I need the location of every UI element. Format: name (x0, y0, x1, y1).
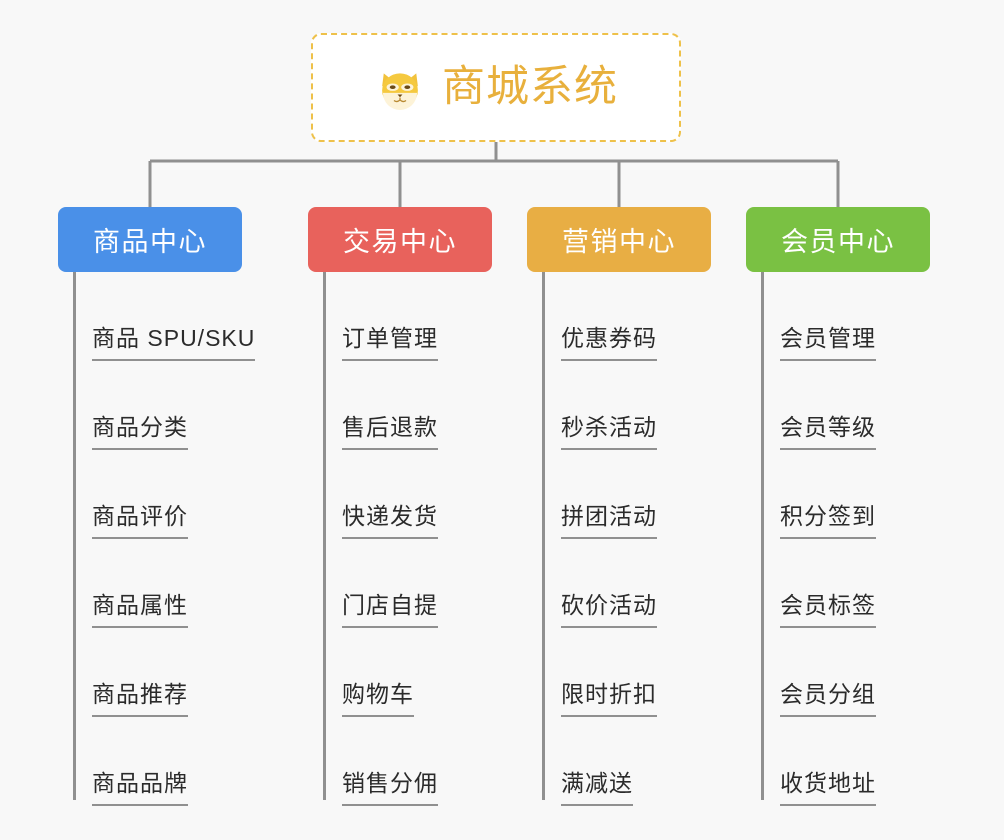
branch-item[interactable]: 积分签到 (746, 450, 930, 539)
branch-item[interactable]: 快递发货 (308, 450, 492, 539)
branch-item-label: 会员等级 (780, 416, 876, 450)
branch-item-label: 商品品牌 (92, 772, 188, 806)
branch-item-label: 销售分佣 (342, 772, 438, 806)
branch-item-list: 商品 SPU/SKU 商品分类商品评价商品属性商品推荐商品品牌 (58, 272, 256, 806)
branch-item-label: 收货地址 (780, 772, 876, 806)
branch-column: 交易中心订单管理售后退款快递发货门店自提购物车销售分佣 (308, 207, 492, 806)
branch-item-list: 会员管理会员等级积分签到会员标签会员分组收货地址 (746, 272, 930, 806)
branch-item[interactable]: 砍价活动 (527, 539, 711, 628)
branch-item-label: 商品属性 (92, 594, 188, 628)
branch-item[interactable]: 商品属性 (58, 539, 242, 628)
branch-item-label: 限时折扣 (561, 683, 657, 717)
branch-item[interactable]: 收货地址 (746, 717, 930, 806)
branch-item-label: 订单管理 (342, 327, 438, 361)
branch-head-1[interactable]: 商品中心 (58, 207, 242, 272)
branch-item-list: 订单管理售后退款快递发货门店自提购物车销售分佣 (308, 272, 492, 806)
branch-item[interactable]: 门店自提 (308, 539, 492, 628)
branch-item[interactable]: 会员等级 (746, 361, 930, 450)
branch-item-label: 拼团活动 (561, 505, 657, 539)
shiba-dog-face-icon (382, 72, 418, 110)
branch-item[interactable]: 售后退款 (308, 361, 492, 450)
branch-item-label: 商品 SPU/SKU (92, 327, 256, 361)
branch-item[interactable]: 销售分佣 (308, 717, 492, 806)
branch-item-label: 秒杀活动 (561, 416, 657, 450)
branch-item-label: 砍价活动 (561, 594, 657, 628)
root-title: 商城系统 (442, 63, 618, 111)
branch-spine (761, 272, 764, 800)
branch-item[interactable]: 商品品牌 (58, 717, 242, 806)
branch-item[interactable]: 商品分类 (58, 361, 242, 450)
branch-item[interactable]: 商品评价 (58, 450, 242, 539)
branch-column: 商品中心商品 SPU/SKU 商品分类商品评价商品属性商品推荐商品品牌 (58, 207, 256, 806)
branch-item[interactable]: 秒杀活动 (527, 361, 711, 450)
root-node[interactable]: 商城系统 (311, 33, 681, 142)
branch-spine (542, 272, 545, 800)
branch-item-label: 商品分类 (92, 416, 188, 450)
branch-item[interactable]: 满减送 (527, 717, 711, 806)
branch-head-3[interactable]: 营销中心 (527, 207, 711, 272)
branch-item[interactable]: 会员标签 (746, 539, 930, 628)
branch-item[interactable]: 优惠券码 (527, 272, 711, 361)
branch-spine (323, 272, 326, 800)
branch-spine (73, 272, 76, 800)
branch-head-4[interactable]: 会员中心 (746, 207, 930, 272)
branch-head-2[interactable]: 交易中心 (308, 207, 492, 272)
branch-item[interactable]: 限时折扣 (527, 628, 711, 717)
branch-item-label: 售后退款 (342, 416, 438, 450)
branch-item-label: 快递发货 (342, 505, 438, 539)
branch-item-label: 门店自提 (342, 594, 438, 628)
branch-item[interactable]: 会员管理 (746, 272, 930, 361)
branch-item-label: 会员管理 (780, 327, 876, 361)
branch-column: 会员中心会员管理会员等级积分签到会员标签会员分组收货地址 (746, 207, 930, 806)
branch-item-label: 商品推荐 (92, 683, 188, 717)
branch-item[interactable]: 拼团活动 (527, 450, 711, 539)
branch-item[interactable]: 购物车 (308, 628, 492, 717)
branch-item-label: 商品评价 (92, 505, 188, 539)
branch-column: 营销中心优惠券码秒杀活动拼团活动砍价活动限时折扣满减送 (527, 207, 711, 806)
branch-item-label: 会员分组 (780, 683, 876, 717)
branch-item-label: 积分签到 (780, 505, 876, 539)
branch-item-label: 会员标签 (780, 594, 876, 628)
branch-item[interactable]: 订单管理 (308, 272, 492, 361)
branch-item-label: 满减送 (561, 772, 633, 806)
branch-item-list: 优惠券码秒杀活动拼团活动砍价活动限时折扣满减送 (527, 272, 711, 806)
branch-item[interactable]: 商品 SPU/SKU (58, 272, 256, 361)
branch-item[interactable]: 会员分组 (746, 628, 930, 717)
branch-item[interactable]: 商品推荐 (58, 628, 242, 717)
branch-item-label: 购物车 (342, 683, 414, 717)
branch-item-label: 优惠券码 (561, 327, 657, 361)
